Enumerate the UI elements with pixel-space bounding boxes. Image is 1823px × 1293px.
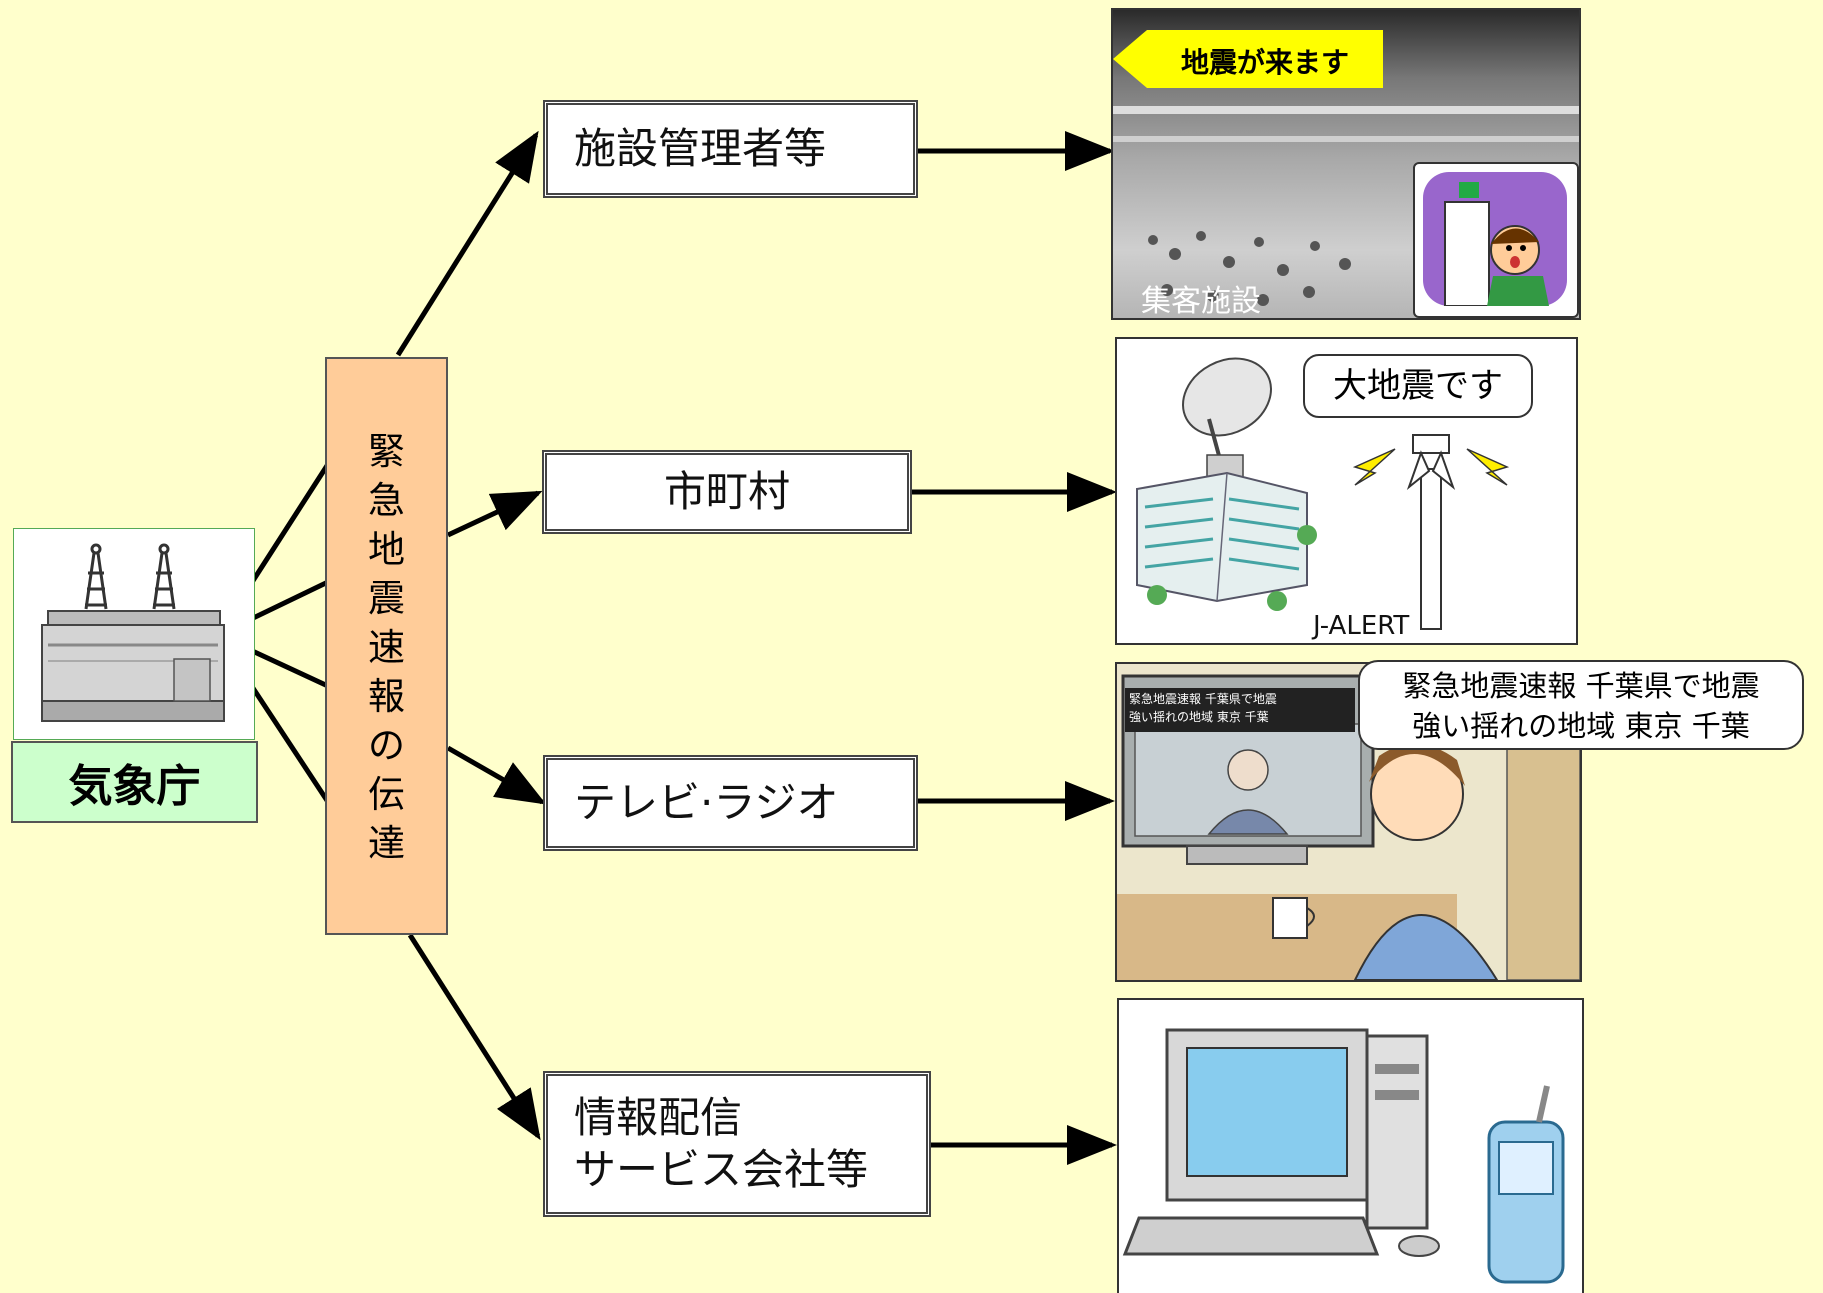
- coffee-cup-icon: [1272, 897, 1315, 939]
- info-service-box: 情報配信 サービス会社等: [543, 1071, 931, 1217]
- tv-ticker: 緊急地震速報 千葉県で地震 強い揺れの地域 東京 千葉: [1125, 688, 1355, 732]
- arrow-to-facility-manager: [395, 130, 539, 357]
- tv-radio-box: テレビ·ラジオ: [543, 755, 918, 851]
- transmission-label-char: 報: [368, 675, 405, 718]
- jma-label-text: 気象庁: [68, 761, 201, 812]
- facility-managers-label: 施設管理者等: [574, 123, 827, 173]
- pc-phone-panel: [1117, 998, 1584, 1293]
- transmission-label-char: 緊: [368, 430, 405, 473]
- speaker-bubble: 大地震です: [1303, 354, 1533, 418]
- transmission-label-char: 速: [368, 626, 405, 669]
- transmission-label-char: 地: [368, 528, 405, 571]
- tv-ticker-line2: 強い揺れの地域 東京 千葉: [1129, 710, 1269, 724]
- jma-label: 気象庁: [11, 741, 258, 823]
- arrow-to-tv-radio: [446, 745, 547, 805]
- satellite-dish-icon: [1182, 357, 1272, 478]
- viewer-icon: [1353, 743, 1499, 980]
- transmission-label-char: の: [368, 724, 405, 767]
- lightning-bolt-icon: [1466, 448, 1510, 486]
- desktop-computer-icon: [1122, 1028, 1440, 1257]
- transmission-band: 緊急地震速報の伝達: [325, 357, 448, 935]
- transmission-label-char: 伝: [368, 773, 405, 816]
- facility-caption: 集客施設: [1141, 284, 1261, 319]
- warning-banner: [1113, 30, 1383, 88]
- municipality-box: 市町村: [542, 450, 912, 534]
- crowd-hall-illustration: [1113, 106, 1579, 306]
- j-alert-caption: J-ALERT: [1313, 611, 1410, 641]
- speaker-bubble-text: 大地震です: [1333, 366, 1503, 406]
- warning-banner-text: 地震が来ます: [1181, 46, 1350, 79]
- municipality-panel: 大地震です J-ALERT: [1115, 337, 1578, 645]
- info-service-label-line1: 情報配信: [574, 1092, 743, 1142]
- evacuation-inset: [1413, 162, 1579, 318]
- municipality-label: 市町村: [663, 466, 790, 516]
- exit-sign-icon: [1459, 182, 1479, 198]
- city-hall-building-icon: [1136, 471, 1317, 611]
- transmission-label-char: 震: [368, 577, 405, 620]
- tv-bubble: 緊急地震速報 千葉県で地震 強い揺れの地域 東京 千葉: [1358, 660, 1804, 750]
- jma-building-illustration: [13, 528, 255, 740]
- keyboard-icon: [1122, 1216, 1380, 1256]
- lightning-bolt-icon: [1352, 448, 1396, 486]
- transmission-label-char: 達: [368, 822, 405, 865]
- facility-photo-panel: 地震が来ます 集客施設: [1111, 8, 1581, 320]
- tv-radio-label: テレビ·ラジオ: [574, 777, 839, 827]
- newscaster-icon: [1207, 749, 1289, 835]
- arrow-to-municipality: [446, 490, 543, 538]
- antenna-tower-icon: [84, 543, 176, 610]
- tv-bubble-line2: 強い揺れの地域 東京 千葉: [1412, 709, 1750, 743]
- tv-ticker-line1: 緊急地震速報 千葉県で地震: [1129, 692, 1277, 706]
- tv-bubble-line1: 緊急地震速報 千葉県で地震: [1402, 669, 1760, 703]
- mobile-phone-icon: [1487, 1085, 1565, 1284]
- arrow-to-info-service: [407, 933, 541, 1141]
- info-service-label-line2: サービス会社等: [574, 1145, 869, 1194]
- speaker-tower-icon: [1352, 434, 1510, 630]
- transmission-label-char: 急: [368, 479, 405, 522]
- facility-managers-box: 施設管理者等: [543, 100, 918, 198]
- mouse-icon: [1398, 1235, 1440, 1257]
